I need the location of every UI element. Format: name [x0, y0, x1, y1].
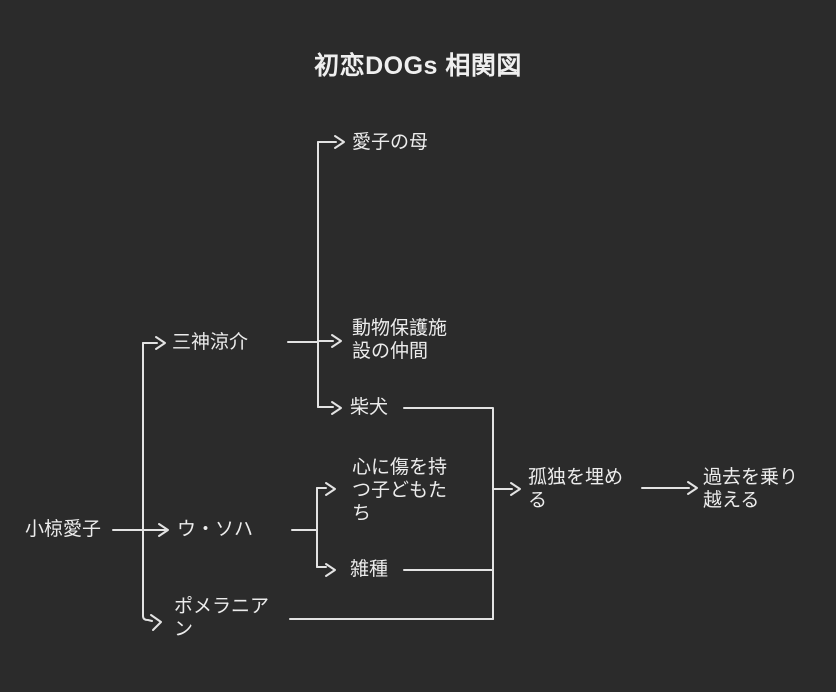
- arrowhead-to-mixed-breed: [325, 563, 336, 577]
- arrowhead-to-wounded-children: [325, 482, 336, 496]
- edge-ogura-trunk: [112, 336, 169, 631]
- node-u-soha: ウ・ソハ: [177, 519, 254, 540]
- arrowhead-to-fill-loneliness: [510, 482, 521, 496]
- node-pomeranian: ポメラニアン: [174, 596, 270, 640]
- node-overcome-past: 過去を乗り越える: [703, 467, 799, 511]
- edge-collector: [289, 407, 521, 620]
- node-shiba-inu: 柴犬: [350, 397, 389, 418]
- node-mikami-ryosuke: 三神涼介: [172, 332, 249, 353]
- arrowhead-to-shelter-friends: [331, 334, 342, 348]
- node-fill-loneliness: 孤独を埋める: [528, 467, 624, 511]
- diagram-title: 初恋DOGs 相関図: [314, 52, 522, 80]
- arrowhead-to-overcome-past: [687, 481, 698, 495]
- node-aiko-mother: 愛子の母: [352, 132, 429, 153]
- node-wounded-children: 心に傷を持つ子どもたち: [352, 457, 448, 524]
- edge-final: [641, 481, 698, 495]
- edge-usoha-branch: [291, 482, 336, 577]
- arrowhead-to-usoha: [158, 523, 169, 537]
- edge-mikami-branch: [287, 135, 345, 415]
- arrowhead-to-aiko-mother: [334, 135, 345, 149]
- arrowhead-to-pomeranian: [150, 614, 162, 631]
- node-shelter-friends: 動物保護施設の仲間: [352, 318, 448, 362]
- arrowhead-to-mikami: [155, 336, 166, 350]
- node-ogura-aiko: 小椋愛子: [25, 519, 102, 540]
- arrowhead-to-shiba-inu: [331, 401, 342, 415]
- node-mixed-breed: 雑種: [350, 559, 389, 580]
